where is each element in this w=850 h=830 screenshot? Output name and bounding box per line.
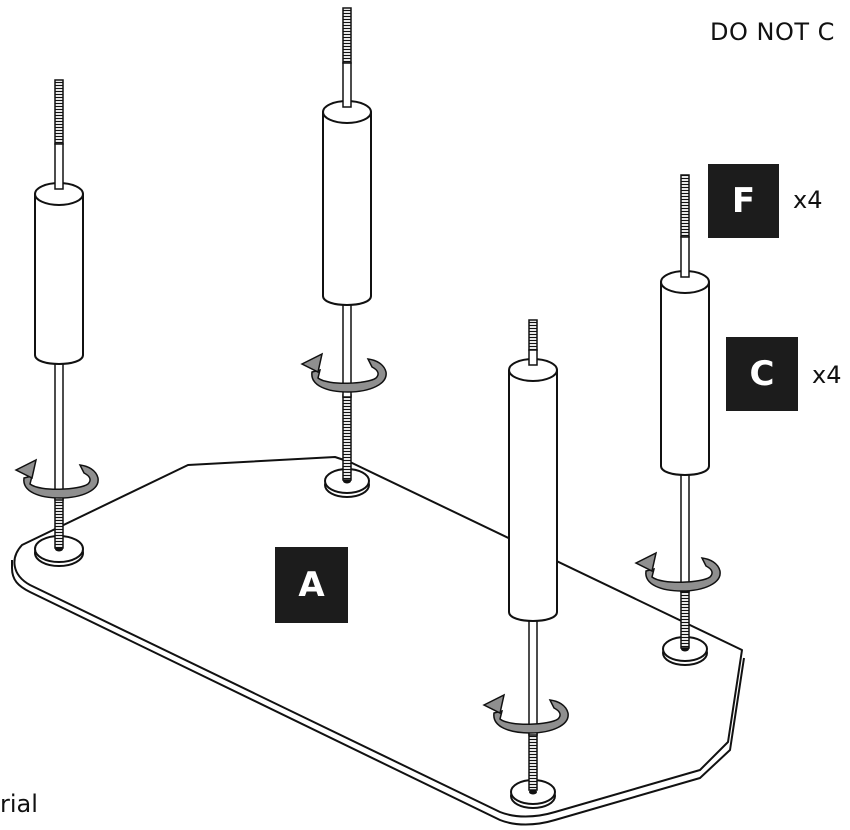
- warning-text: DO NOT C: [710, 18, 835, 46]
- leg-front: [482, 319, 569, 809]
- part-label-a: A: [275, 547, 348, 623]
- rotation-arrow-icon: [482, 693, 506, 715]
- rotation-arrow-icon: [634, 551, 658, 573]
- part-letter: A: [298, 565, 325, 605]
- rotation-arrow-icon: [14, 458, 38, 480]
- rotation-arrow-icon: [300, 352, 324, 374]
- leg-back-middle: [300, 7, 387, 498]
- leg-back-left: [14, 79, 99, 567]
- rotation-arrow-icon: [645, 557, 721, 592]
- rotation-arrow-icon: [23, 464, 99, 499]
- part-letter: C: [749, 354, 775, 394]
- part-label-f: F: [708, 164, 779, 238]
- rotation-arrow-icon: [493, 699, 569, 734]
- part-label-c: C: [726, 337, 798, 411]
- rotation-arrow-icon: [311, 358, 387, 393]
- footer-text: rial: [0, 790, 38, 818]
- part-quantity-c: x4: [812, 361, 842, 389]
- part-letter: F: [731, 181, 756, 221]
- base-plate-icon: [11, 456, 745, 826]
- leg-front-right: [634, 174, 721, 666]
- part-quantity-f: x4: [793, 186, 823, 214]
